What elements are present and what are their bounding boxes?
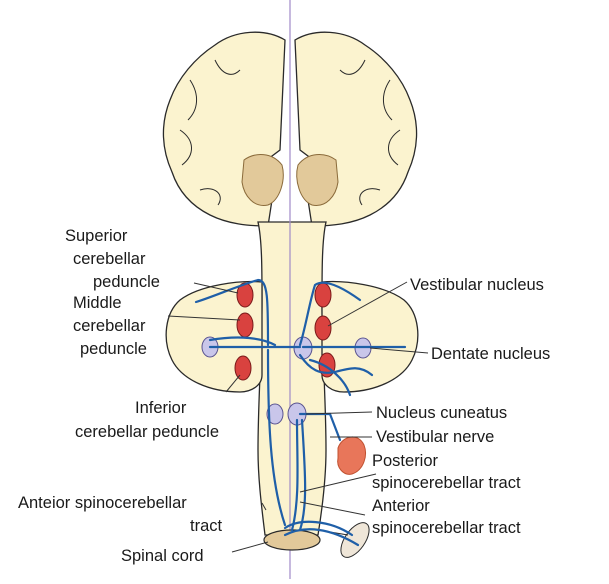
label-superior-peduncle-2: cerebellar	[73, 250, 146, 268]
label-anterior-tract-left-2: tract	[190, 517, 223, 535]
label-dentate-nucleus: Dentate nucleus	[431, 345, 550, 363]
label-superior-peduncle-1: Superior	[65, 227, 128, 245]
label-anterior-tract-right-1: Anterior	[372, 497, 430, 515]
left-thalamus	[242, 155, 283, 206]
label-spinal-cord: Spinal cord	[121, 547, 204, 565]
nerve-root	[330, 518, 375, 562]
label-inferior-peduncle-2: cerebellar peduncle	[75, 423, 219, 441]
label-vestibular-nerve: Vestibular nerve	[376, 428, 494, 446]
label-vestibular-nucleus: Vestibular nucleus	[410, 276, 544, 294]
label-middle-peduncle-3: peduncle	[80, 340, 147, 358]
right-superior-peduncle	[315, 283, 331, 307]
label-middle-peduncle-1: Middle	[73, 294, 122, 312]
label-anterior-tract-left-1: Anteior spinocerebellar	[18, 494, 187, 512]
right-thalamus	[297, 155, 338, 206]
label-posterior-tract-2: spinocerebellar tract	[372, 474, 521, 492]
label-nucleus-cuneatus: Nucleus cuneatus	[376, 404, 507, 422]
left-middle-peduncle	[237, 313, 253, 337]
label-middle-peduncle-2: cerebellar	[73, 317, 146, 335]
label-posterior-tract-1: Posterior	[372, 452, 439, 470]
label-superior-peduncle-3: peduncle	[93, 273, 160, 291]
right-middle-peduncle	[315, 316, 331, 340]
label-inferior-peduncle-1: Inferior	[135, 399, 187, 417]
label-anterior-tract-right-2: spinocerebellar tract	[372, 519, 521, 537]
left-inferior-peduncle	[235, 356, 251, 380]
ear-icon	[338, 437, 366, 474]
